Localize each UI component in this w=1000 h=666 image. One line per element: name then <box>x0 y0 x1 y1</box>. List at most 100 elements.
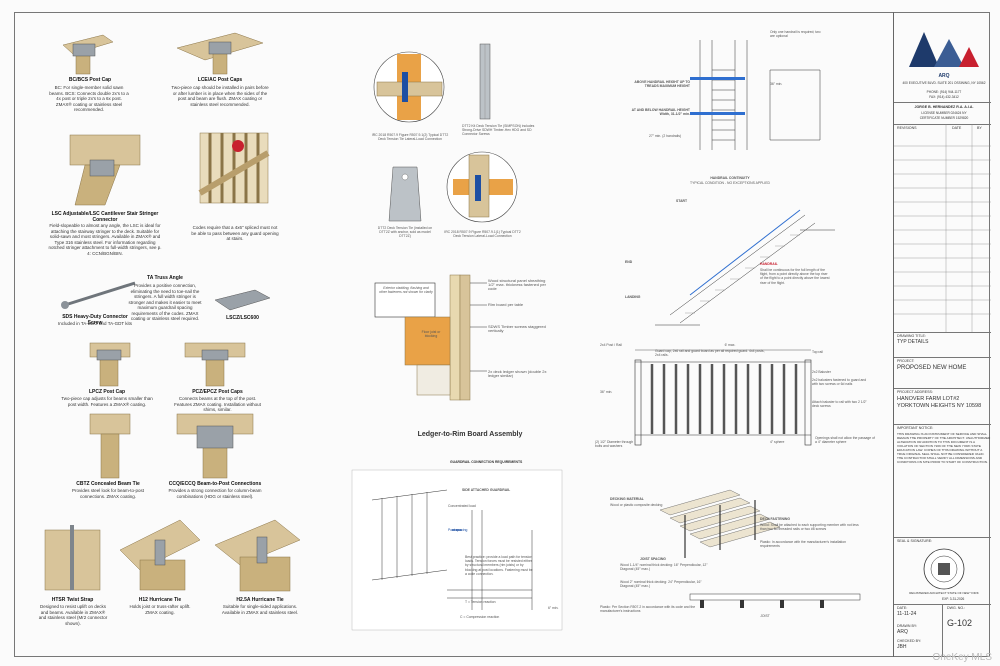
compression-label: C = Compression reaction <box>460 615 500 619</box>
best-practice-note: Best practice: provide a load path for t… <box>465 555 533 576</box>
handrail-label: HANDRAIL <box>760 262 778 266</box>
bc-post-cap-illustration <box>62 34 114 75</box>
sheet-border <box>14 12 990 657</box>
notice-text: THIS DRAWING IS AN INSTRUMENT OF SERVICE… <box>897 432 991 464</box>
gap-label: 6" min. <box>548 606 559 610</box>
lpcz-title: LPCZ Post Cap <box>88 389 126 395</box>
revisions-header: REVISIONS <box>897 126 917 130</box>
project-address-label: PROJECT ADDRESS: <box>897 390 933 394</box>
handrail-continuity-drawing <box>655 209 835 326</box>
firm-fax: FAX: (914) 432-3412 <box>929 95 959 99</box>
lsc-title: LSC Adjustable/LSC Cantilever Stair Stri… <box>51 211 159 223</box>
h25a-desc: Suitable for single-sided applications. … <box>221 604 299 615</box>
h12-tie-illustration <box>119 519 201 591</box>
spacing-w2: Wood 2" nominal thick decking: 24" Perpe… <box>620 580 702 589</box>
firm-name: JORGE B. HERNANDEZ R.A. A.I.A. <box>914 105 974 109</box>
drawn-by-label: DRAWN BY: <box>897 624 918 628</box>
sphere-test-icon <box>232 140 244 152</box>
date-label: DATE: <box>897 606 908 610</box>
guard-height-label: 36" min. <box>600 390 613 394</box>
load-label: Concentrated load <box>448 504 476 508</box>
guard-elevation-drawing <box>634 349 812 446</box>
h25a-tie-illustration <box>214 519 301 592</box>
ccq-title: CCQ/ECCQ Beam-to-Post Connections <box>168 481 262 487</box>
sds-screw-illustration <box>61 281 136 309</box>
guard-rail-note: Guard cap, 2x6 rail and guard board as p… <box>655 349 765 358</box>
code-note: Codes require that a 4x6" spliced must n… <box>191 225 279 241</box>
at-below-label: AT AND BELOW HANDRAIL HEIGHT Width, 31-1… <box>631 108 690 117</box>
spacing-w1: Wood 1-1/4" nominal thick decking: 16" P… <box>620 563 708 572</box>
sds-desc: Included in TA-DDO and TA-GDT kits <box>57 321 133 326</box>
checked-by-label: CHECKED BY: <box>897 639 922 643</box>
sdws-label: SDWS Timber screws staggered vertically <box>488 324 546 334</box>
fastening-wood: Wood: Shall be attached to each supporti… <box>760 523 859 532</box>
firm-address: 400 EXECUTIVE BLVD. SUITE 201 OSSINING, … <box>902 81 986 85</box>
spacing-plastic: Plastic: Per Section R507.2 in accordanc… <box>600 605 696 614</box>
ledger-rim-assembly <box>374 274 487 401</box>
project-name: PROPOSED NEW HOME <box>897 365 967 371</box>
lce-post-cap-illustration <box>176 32 264 75</box>
dtt2-kit-illustration <box>479 43 491 120</box>
baluster-label: 2x2 Baluster <box>812 370 831 374</box>
stair-plan-drawing <box>690 40 821 150</box>
dtt2-detail-2 <box>446 151 518 223</box>
firm-logo <box>909 32 979 67</box>
pcz-title: PCZ/EPCZ Post Caps <box>192 389 243 395</box>
drawn-by: ARQ <box>897 629 908 635</box>
two-handrails-label: 27" min. (2 handrails) <box>648 134 682 138</box>
h12-title: H12 Hurricane Tie <box>138 597 182 603</box>
start-label: START <box>676 199 688 203</box>
handrail-note: Shall be continuous for the full length … <box>760 268 830 285</box>
bottom-note: Attach baluster to rail with two 2 1/2" … <box>812 400 867 409</box>
joist-spacing-title: JOIST SPACING <box>640 557 666 561</box>
lsc-stringer-illustration <box>69 134 141 206</box>
ledger-title: Ledger-to-Rim Board Assembly <box>417 431 523 438</box>
htsr-strap-illustration <box>44 525 101 591</box>
min36-label: 36" min. <box>770 82 783 86</box>
dtt2-caption-2: DTT2 Kit Deck Tension Tie (SIMPSON) incl… <box>462 124 535 137</box>
ccq-connection-illustration <box>176 413 254 479</box>
seal-exp: EXP. 3-31-2026 <box>942 597 965 601</box>
logo-text: ARQ <box>938 73 950 79</box>
sds-title: SDS Heavy-Duty Connector Screw <box>62 314 128 326</box>
sheathing-label: Wood structural panel sheathing 1/2" max… <box>488 278 546 292</box>
continuity-title: HANDRAIL CONTINUITY <box>710 176 750 180</box>
revisions-table <box>894 124 991 332</box>
htsr-title: HTSR Twist Strap <box>51 597 94 603</box>
fastening-title: DECK FASTENING <box>760 517 790 521</box>
decking-title: DECKING MATERIAL <box>610 497 644 501</box>
guard-post-label: 2x4 Post / Rail <box>600 343 622 347</box>
firm-phone: PHONE: (914) 944-1177 <box>926 90 962 94</box>
bc-title: BC/BCS Post Cap <box>68 77 112 83</box>
continuity-sub: TYPICAL CONDITION - NO EXCEPTIONS APPLIE… <box>690 181 770 185</box>
bc-desc: BC: For single-member solid sawn beams. … <box>49 85 129 112</box>
dtt2-caption-3: DTT2 Deck Tension Tie (installed on DTT2… <box>377 226 433 239</box>
by-col-header: BY <box>977 126 982 130</box>
notice-label: IMPORTANT NOTICE: <box>897 426 934 430</box>
date-value: 11-11-24 <box>897 611 917 617</box>
decking-sub: Wood or plastic composite decking <box>610 503 663 507</box>
dtt2-caption-1: IRC 2018 R507.9 Figure R507.9.1(2) Typic… <box>371 133 449 142</box>
dtt2-caption-4: IRC 2018 R507.9 Figure R507.9.1(1) Typic… <box>444 230 521 239</box>
lscz-bracket-illustration <box>214 289 271 311</box>
guard-connection-drawing <box>351 469 563 631</box>
lscz-title: LSCZ/LSC600 <box>226 315 259 321</box>
lpcz-desc: Two-piece cap adjusts for beams smaller … <box>61 396 153 407</box>
dwg-number: G-102 <box>947 618 973 628</box>
date-col-header: DATE <box>952 126 962 130</box>
ta-title: TA Truss Angle <box>147 275 183 281</box>
handrail-height-label: ABOVE HANDRAIL HEIGHT UP TO TREADS MAXIM… <box>634 80 690 89</box>
end-label: END <box>625 260 633 264</box>
watermark: OneKey MLS <box>932 652 992 663</box>
cbtz-title: CBTZ Concealed Beam Tie <box>76 481 140 487</box>
h25a-title: H2.5A Hurricane Tie <box>236 597 284 603</box>
guard-conn-title: GUARDRAIL CONNECTION REQUIREMENTS <box>450 460 523 464</box>
side-attached-title: SIDE ATTACHED GUARDRAIL <box>462 488 511 492</box>
project-label: PROJECT: <box>897 359 915 363</box>
certificate-number: CERTIFICATE NUMBER 1529820 <box>919 116 969 120</box>
post-spacing-label: Post spacing <box>448 528 468 532</box>
project-address: HANOVER FARM LOT#2 YORKTOWN HEIGHTS NY 1… <box>897 396 982 409</box>
ledger-label: 2x deck ledger shown (double 2x ledger s… <box>488 369 547 379</box>
seal-label: SEAL & SIGNATURE: <box>897 539 933 543</box>
